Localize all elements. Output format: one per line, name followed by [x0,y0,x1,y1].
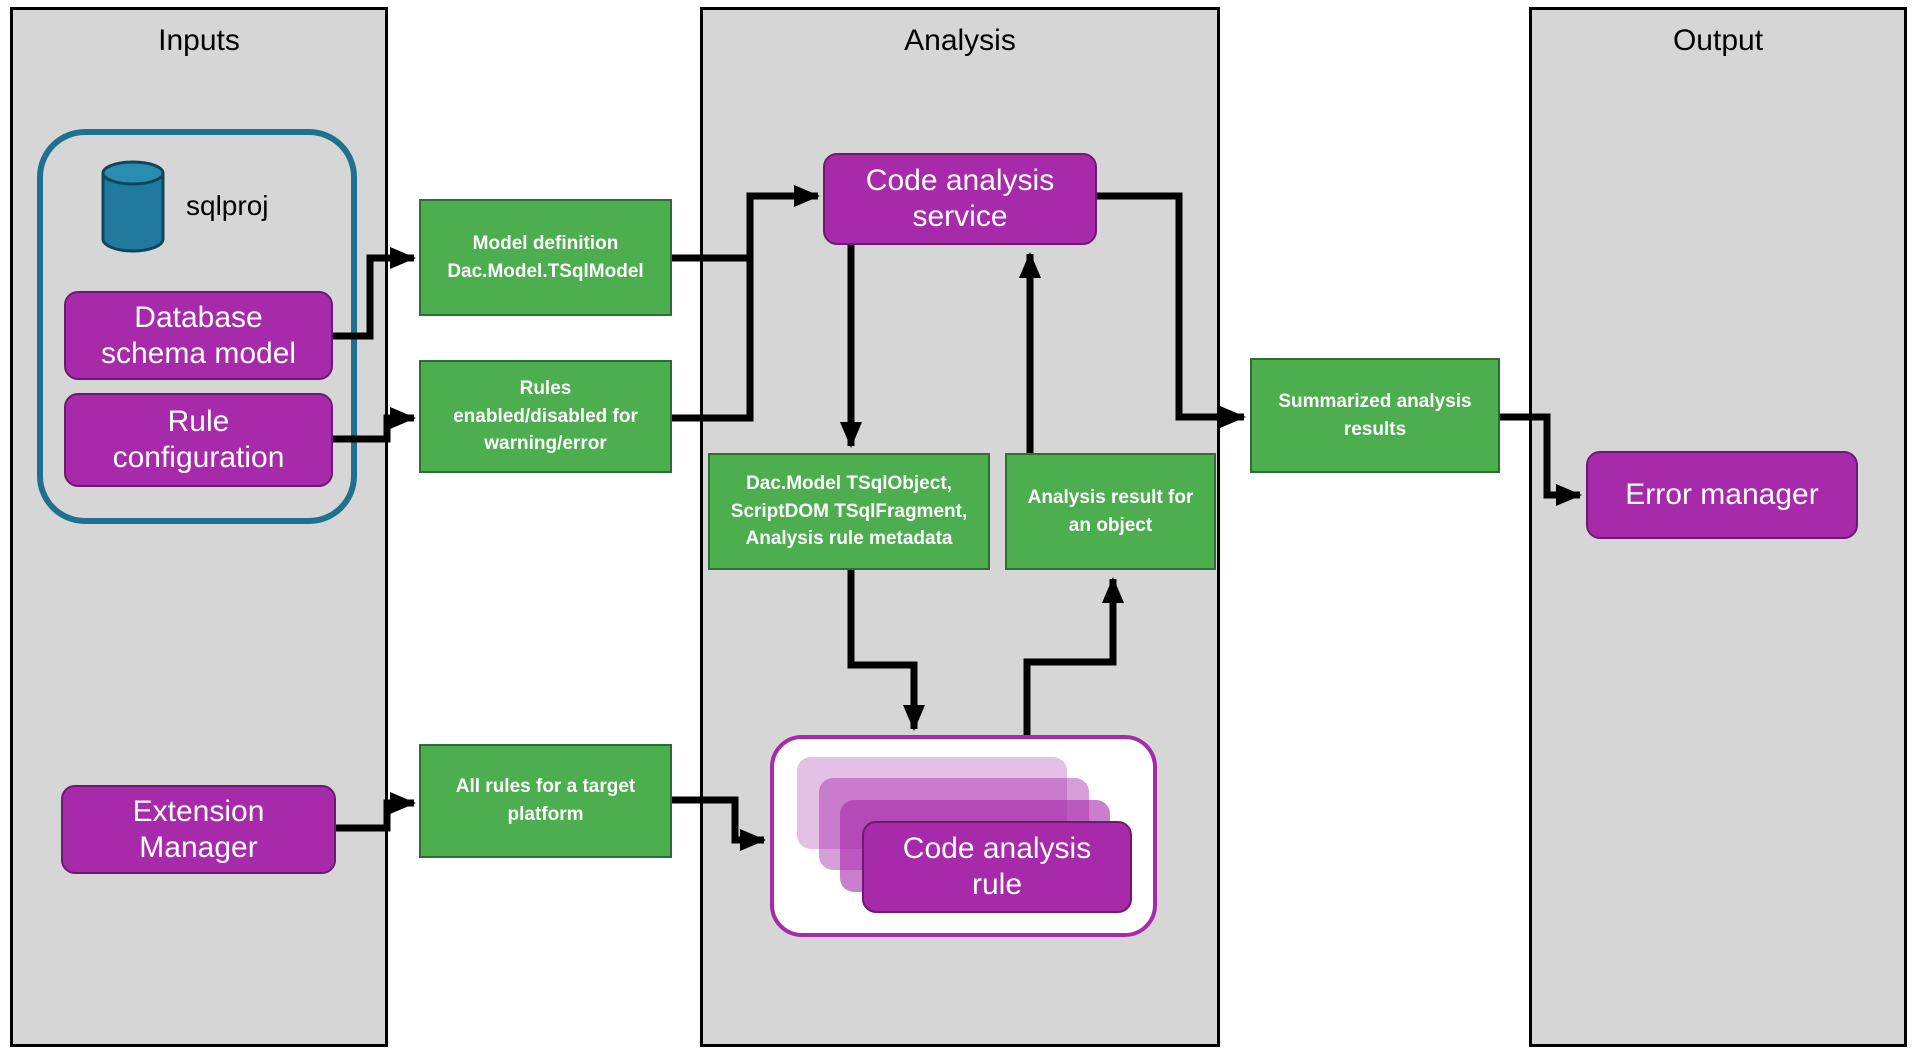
panel-analysis-title: Analysis [904,24,1016,57]
rules-enabled-node: Rules enabled/disabled for warning/error [419,360,672,473]
rule-configuration-node: Rule configuration [64,393,333,487]
panel-output-title: Output [1672,24,1764,57]
sqlproj-label: sqlproj [186,190,269,221]
code-analysis-rule-node: Code analysis rule [862,821,1132,913]
object-metadata-node: Dac.Model TSqlObject, ScriptDOM TSqlFrag… [708,453,990,570]
database-icon [101,160,165,253]
all-rules-node: All rules for a target platform [419,744,672,858]
code-analysis-service-node: Code analysis service [823,153,1097,245]
extension-manager-node: Extension Manager [61,785,336,874]
analysis-result-node: Analysis result for an object [1005,453,1216,570]
model-definition-node: Model definition Dac.Model.TSqlModel [419,199,672,316]
panel-inputs-title: Inputs [158,24,240,57]
summarized-results-node: Summarized analysis results [1250,358,1500,473]
error-manager-node: Error manager [1586,451,1858,539]
database-schema-model-node: Database schema model [64,291,333,380]
